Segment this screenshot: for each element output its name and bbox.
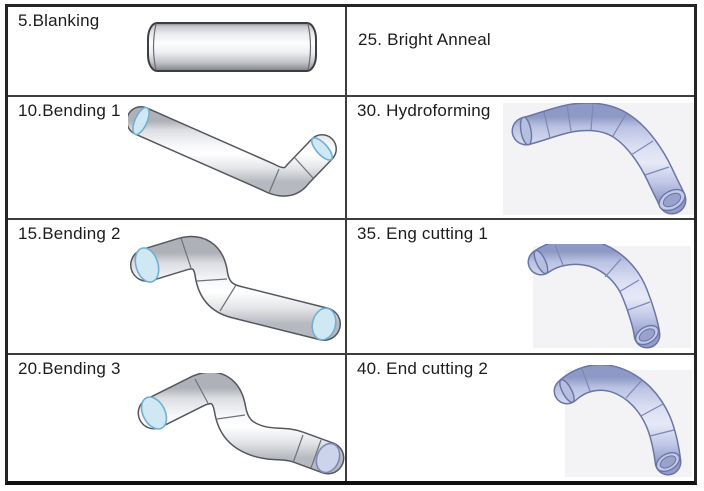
- straight-tube-drawing: [147, 22, 317, 72]
- tube-one-bend-drawing: [128, 106, 337, 197]
- process-step-label: 40. End cutting 2: [357, 359, 488, 378]
- tube-three-bends-drawing: [137, 373, 345, 475]
- cell-blanking: 5.Blanking: [8, 7, 347, 97]
- process-step-label: 35. Eng cutting 1: [357, 224, 488, 243]
- cell-end-cutting-2: 40. End cutting 2: [347, 355, 694, 481]
- process-step-label: 15.Bending 2: [18, 224, 121, 243]
- cell-bright-anneal: 25. Bright Anneal: [347, 7, 694, 97]
- tube-two-bends-drawing: [130, 235, 341, 341]
- process-step-label: 25. Bright Anneal: [358, 30, 491, 49]
- hydroformed-tube-drawing: [503, 103, 694, 215]
- process-step-label: 5.Blanking: [18, 11, 100, 30]
- process-step-label: 20.Bending 3: [18, 359, 121, 378]
- cell-eng-cutting-1: 35. Eng cutting 1: [347, 220, 694, 355]
- process-table: 5.Blanking 25. Bright Anneal 10.Bending …: [5, 4, 697, 485]
- cut-tube-drawing-1: [527, 244, 691, 349]
- cell-bending-2: 15.Bending 2: [8, 220, 347, 355]
- cell-bending-3: 20.Bending 3: [8, 355, 347, 481]
- cut-tube-drawing-2: [553, 365, 692, 477]
- process-step-label: 10.Bending 1: [18, 101, 121, 120]
- cell-bending-1: 10.Bending 1: [8, 97, 347, 220]
- cell-hydroforming: 30. Hydroforming: [347, 97, 694, 220]
- process-step-label: 30. Hydroforming: [357, 101, 491, 120]
